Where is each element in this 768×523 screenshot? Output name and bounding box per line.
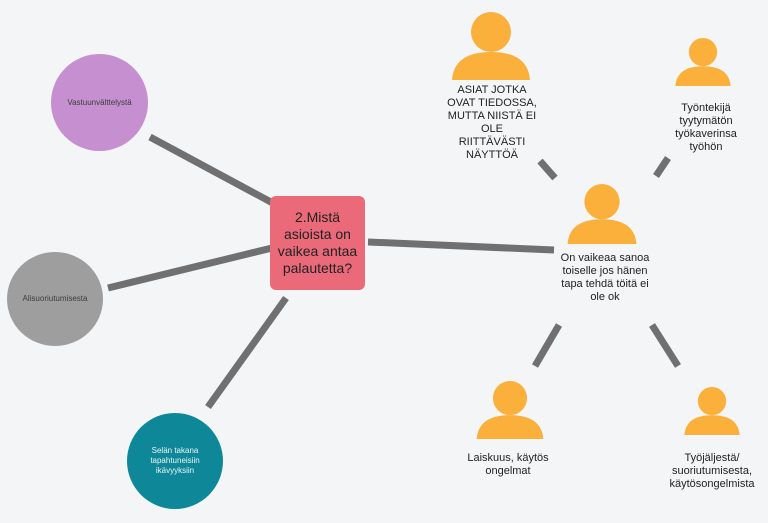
connector-hub-quality — [649, 323, 681, 368]
central-question-node[interactable]: 2.Mistä asioista on vaikea antaa palaute… — [270, 196, 365, 290]
node-label: Vastuunvälttelystä — [67, 97, 132, 107]
node-known-issues[interactable]: ASIAT JOTKA OVAT TIEDOSSA, MUTTA NIISTÄ … — [447, 84, 537, 161]
person-icon — [683, 380, 741, 442]
connector-center-behind-back — [205, 295, 289, 410]
connector-center-responsibility — [148, 133, 284, 212]
node-underperformance[interactable]: Alisuoriutumisesta — [7, 252, 103, 346]
connector-hub-laziness — [531, 323, 563, 368]
node-laziness[interactable]: Laiskuus, käytös ongelmat — [467, 452, 549, 477]
node-work-quality[interactable]: Työjäljestä/ suoriutumisesta, käytösonge… — [669, 452, 755, 490]
node-label: Alisuoriutumisesta — [22, 294, 88, 303]
node-responsibility-avoidance[interactable]: Vastuunvälttelystä — [51, 54, 148, 151]
node-label: Selän takana tapahtuneisiin ikävyyksiin — [150, 446, 200, 475]
connector-hub-dissatisfied — [653, 156, 671, 178]
connector-center-hub — [367, 238, 555, 254]
person-icon — [450, 12, 532, 80]
person-icon — [475, 378, 545, 442]
node-behind-back[interactable]: Selän takana tapahtuneisiin ikävyyksiin — [127, 413, 223, 509]
person-icon — [674, 30, 732, 94]
node-dissatisfied-employee[interactable]: Työntekijä tyytymätön työkaverinsa työhö… — [675, 102, 737, 153]
node-hub-difficult-to-say[interactable]: On vaikeaa sanoa toiselle jos hänen tapa… — [560, 252, 650, 303]
connector-hub-known-issues — [537, 158, 558, 181]
person-icon — [565, 184, 639, 244]
connector-center-underperformance — [107, 244, 273, 292]
central-question-title: 2.Mistä asioista on vaikea antaa palaute… — [277, 209, 358, 276]
